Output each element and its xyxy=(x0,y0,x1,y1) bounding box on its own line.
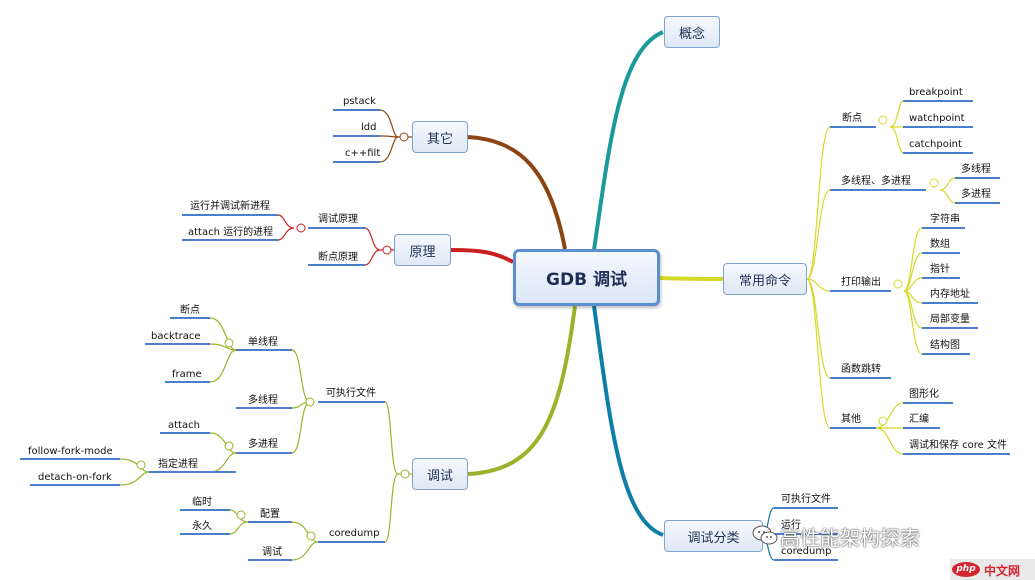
node-cmd-multi[interactable]: 多线程、多进程 xyxy=(841,176,911,187)
node-o-assembly[interactable]: 汇编 xyxy=(909,414,929,425)
topic-concept[interactable]: 概念 xyxy=(664,16,720,48)
node-follow-fork-mode[interactable]: follow-fork-mode xyxy=(28,446,113,457)
branch-others xyxy=(467,135,567,250)
node-p-array[interactable]: 数组 xyxy=(930,239,950,250)
node-p-struct[interactable]: 结构图 xyxy=(930,340,960,351)
topic-others-label: 其它 xyxy=(426,131,453,147)
node-dt-coredump[interactable]: coredump xyxy=(781,546,832,557)
node-coredump[interactable]: coredump xyxy=(329,528,380,539)
node-o-graphical[interactable]: 图形化 xyxy=(909,389,939,400)
node-single-thread[interactable]: 单线程 xyxy=(248,337,278,348)
topic-debug[interactable]: 调试 xyxy=(412,458,468,490)
node-st-breakpoint[interactable]: 断点 xyxy=(180,305,200,316)
branch-concept xyxy=(592,30,664,251)
node-debugging[interactable]: 调试 xyxy=(262,547,282,558)
node-bp-watchpoint[interactable]: watchpoint xyxy=(909,113,965,124)
topic-debug-types[interactable]: 调试分类 xyxy=(664,520,763,552)
wechat-icon xyxy=(752,525,778,545)
topic-principle[interactable]: 原理 xyxy=(394,234,451,266)
topic-common-commands[interactable]: 常用命令 xyxy=(723,263,807,295)
topic-debug-label: 调试 xyxy=(426,468,453,484)
node-cmd-print-output[interactable]: 打印输出 xyxy=(841,277,881,288)
site-logo-cn: 中文网 xyxy=(984,564,1021,578)
node-cmd-multi-process[interactable]: 多进程 xyxy=(961,189,991,200)
site-logo-php: php xyxy=(952,562,980,577)
topic-others[interactable]: 其它 xyxy=(412,121,468,153)
node-cppfilt[interactable]: c++filt xyxy=(345,148,381,159)
node-ldd[interactable]: ldd xyxy=(361,122,377,133)
node-breakpoint-principle[interactable]: 断点原理 xyxy=(318,252,358,263)
root-topic-label: GDB 调试 xyxy=(546,270,627,290)
node-p-string[interactable]: 字符串 xyxy=(930,214,960,225)
node-bp-breakpoint[interactable]: breakpoint xyxy=(909,87,963,98)
watermark-text: 高性能架构探索 xyxy=(780,526,920,550)
node-p-pointer[interactable]: 指针 xyxy=(930,264,950,275)
node-mp-attach[interactable]: attach xyxy=(168,420,200,431)
branch-principle xyxy=(450,248,514,264)
topic-common-commands-label: 常用命令 xyxy=(738,273,791,289)
node-o-core[interactable]: 调试和保存 core 文件 xyxy=(909,440,1008,451)
root-topic[interactable]: GDB 调试 xyxy=(513,249,660,306)
node-cmd-multi-thread[interactable]: 多线程 xyxy=(961,164,991,175)
node-cmd-other[interactable]: 其他 xyxy=(841,414,861,425)
node-multi-process[interactable]: 多进程 xyxy=(248,439,278,450)
node-dt-running[interactable]: 运行 xyxy=(781,520,801,531)
branch-debug xyxy=(467,305,577,476)
node-attach-running[interactable]: attach 运行的进程 xyxy=(188,227,274,238)
topic-concept-label: 概念 xyxy=(678,26,705,42)
node-run-new-process[interactable]: 运行并调试新进程 xyxy=(190,201,270,212)
node-permanent[interactable]: 永久 xyxy=(192,521,212,532)
branch-debug-types xyxy=(592,305,664,537)
node-temporary[interactable]: 临时 xyxy=(192,497,212,508)
node-pstack[interactable]: pstack xyxy=(343,96,376,107)
node-executable[interactable]: 可执行文件 xyxy=(326,388,376,399)
topic-debug-types-label: 调试分类 xyxy=(687,530,740,546)
node-mp-specify[interactable]: 指定进程 xyxy=(158,459,198,470)
node-cmd-func-jump[interactable]: 函数跳转 xyxy=(841,364,881,375)
node-bp-catchpoint[interactable]: catchpoint xyxy=(909,139,962,150)
node-p-memory[interactable]: 内存地址 xyxy=(930,289,970,300)
node-dt-executable[interactable]: 可执行文件 xyxy=(781,494,831,505)
node-config[interactable]: 配置 xyxy=(260,509,280,520)
node-detach-on-fork[interactable]: detach-on-fork xyxy=(38,472,112,483)
node-p-local[interactable]: 局部变量 xyxy=(930,314,970,325)
node-multi-thread[interactable]: 多线程 xyxy=(248,395,278,406)
topic-principle-label: 原理 xyxy=(409,244,436,260)
node-debug-principle[interactable]: 调试原理 xyxy=(318,214,358,225)
node-st-backtrace[interactable]: backtrace xyxy=(151,331,201,342)
node-cmd-breakpoint[interactable]: 断点 xyxy=(842,113,862,124)
branch-common-cmds xyxy=(659,276,724,281)
node-st-frame[interactable]: frame xyxy=(172,369,202,380)
